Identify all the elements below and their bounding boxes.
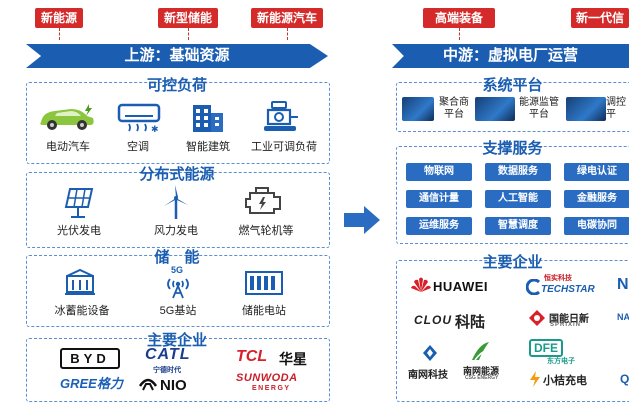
tag-connector bbox=[59, 28, 60, 40]
smart-building-icon bbox=[193, 105, 223, 132]
nio-logo: NIO bbox=[160, 377, 187, 394]
storage-title: 储 能 bbox=[154, 249, 200, 266]
nanwang-tech-icon bbox=[423, 345, 437, 361]
tag-connector bbox=[287, 28, 288, 40]
huawei-flower-icon bbox=[411, 277, 431, 292]
sprixin-en: SPRIXIN bbox=[550, 322, 582, 328]
kelu-logo: 科陆 bbox=[455, 314, 486, 331]
tcl-huaxing-logo: 华星 bbox=[279, 351, 307, 367]
tag-new-energy: 新能源 bbox=[35, 8, 83, 28]
flow-arrow-icon bbox=[344, 206, 380, 234]
tcl-logo: TCL bbox=[236, 348, 268, 365]
services-title: 支撑服务 bbox=[482, 140, 543, 157]
nanwang-tech-logo: 南网科技 bbox=[408, 370, 448, 381]
huawei-logo: HUAWEI bbox=[433, 279, 488, 294]
regulatory-platform-screen bbox=[475, 97, 515, 121]
service-tag: 人工智能 bbox=[485, 190, 551, 208]
midstream-banner: 中游：虚拟电厂运营 bbox=[392, 44, 629, 68]
ice-storage-icon bbox=[65, 268, 95, 295]
electric-car-icon bbox=[40, 104, 94, 130]
service-tag: 通信计量 bbox=[406, 190, 472, 208]
platform-title: 系统平台 bbox=[482, 77, 543, 94]
tag-next-gen-it: 新一代信 bbox=[571, 8, 629, 28]
wind-turbine-icon bbox=[164, 185, 188, 219]
catl-logo: CATL bbox=[145, 346, 191, 363]
partial-logo-nar: NAR bbox=[617, 312, 629, 322]
dfe-cn: 东方电子 bbox=[547, 358, 575, 365]
load-item-label: 空调 bbox=[127, 141, 149, 153]
industrial-load-icon bbox=[264, 101, 298, 131]
sprixin-icon bbox=[529, 310, 545, 326]
service-tag: 电碳协同 bbox=[564, 217, 629, 235]
catl-subtitle: 宁德时代 bbox=[153, 367, 181, 374]
dfe-logo: DFE bbox=[529, 339, 563, 357]
xiaoju-charging-logo: 小桔充电 bbox=[543, 375, 587, 387]
solar-panel-icon bbox=[64, 188, 94, 218]
techstar-cn: 恒实科技 bbox=[544, 275, 572, 282]
svg-text:✱: ✱ bbox=[151, 124, 159, 133]
tag-high-end-equipment: 高端装备 bbox=[423, 8, 495, 28]
load-item-label: 智能建筑 bbox=[186, 141, 230, 153]
csg-energy-logo: 南网能源 bbox=[463, 366, 500, 376]
xiaoju-charging-icon bbox=[530, 371, 540, 387]
service-tag: 物联网 bbox=[406, 163, 472, 181]
5g-badge: 5G bbox=[171, 265, 184, 275]
tag-new-storage: 新型储能 bbox=[158, 8, 218, 28]
sunwoda-logo: SUNWODA bbox=[236, 372, 298, 384]
upstream-companies-title: 主要企业 bbox=[146, 332, 207, 349]
nio-icon bbox=[138, 378, 158, 391]
base-station-icon bbox=[167, 278, 189, 299]
techstar-logo: TECHSTAR bbox=[541, 284, 595, 295]
midstream-companies-title: 主要企业 bbox=[482, 254, 543, 271]
energy-item-label: 风力发电 bbox=[154, 225, 198, 237]
service-tag: 绿电认证 bbox=[564, 163, 629, 181]
sprixin-logo: 国能日新 bbox=[549, 314, 589, 325]
partial-logo-n: Ν bbox=[617, 276, 629, 293]
csg-energy-icon bbox=[472, 342, 489, 361]
energy-item-label: 燃气轮机等 bbox=[238, 225, 294, 237]
partial-logo-q: Q bbox=[620, 372, 629, 386]
air-conditioner-icon: ✱ bbox=[117, 103, 161, 133]
service-tag: 智慧调度 bbox=[485, 217, 551, 235]
energy-item-label: 光伏发电 bbox=[57, 225, 101, 237]
platform-item-label: 能源监管平台 bbox=[519, 97, 559, 120]
gas-turbine-icon bbox=[245, 187, 281, 214]
sunwoda-energy: ENERGY bbox=[252, 385, 291, 392]
service-tag: 金融服务 bbox=[564, 190, 629, 208]
storage-station-icon bbox=[245, 271, 283, 295]
storage-item-label: 冰蓄能设备 bbox=[54, 305, 110, 317]
storage-item-label: 5G基站 bbox=[159, 305, 197, 317]
platform-item-label: 聚合商平台 bbox=[439, 97, 469, 120]
tag-connector bbox=[188, 28, 189, 40]
midstream-companies-box bbox=[396, 260, 629, 402]
service-tag: 运维服务 bbox=[406, 217, 472, 235]
platform-item-label: 调控平 bbox=[606, 97, 626, 120]
techstar-icon bbox=[526, 279, 541, 295]
gree-logo: GREE格力 bbox=[60, 376, 123, 391]
byd-logo: BYD bbox=[60, 348, 120, 369]
storage-item-label: 储能电站 bbox=[242, 305, 286, 317]
clou-logo: CLOU bbox=[414, 313, 452, 327]
csg-energy-en: CSG ENERGY bbox=[465, 375, 499, 381]
service-tag: 数据服务 bbox=[485, 163, 551, 181]
load-item-label: 工业可调负荷 bbox=[251, 141, 317, 153]
controllable-load-title: 可控负荷 bbox=[146, 77, 207, 94]
upstream-banner: 上游：基础资源 bbox=[26, 44, 328, 68]
tag-connector bbox=[459, 28, 460, 40]
tag-new-energy-vehicles: 新能源汽车 bbox=[251, 8, 323, 28]
distributed-energy-title: 分布式能源 bbox=[139, 166, 215, 183]
aggregator-platform-screen bbox=[402, 97, 434, 121]
load-item-label: 电动汽车 bbox=[46, 141, 90, 153]
dispatch-platform-screen bbox=[566, 97, 606, 121]
